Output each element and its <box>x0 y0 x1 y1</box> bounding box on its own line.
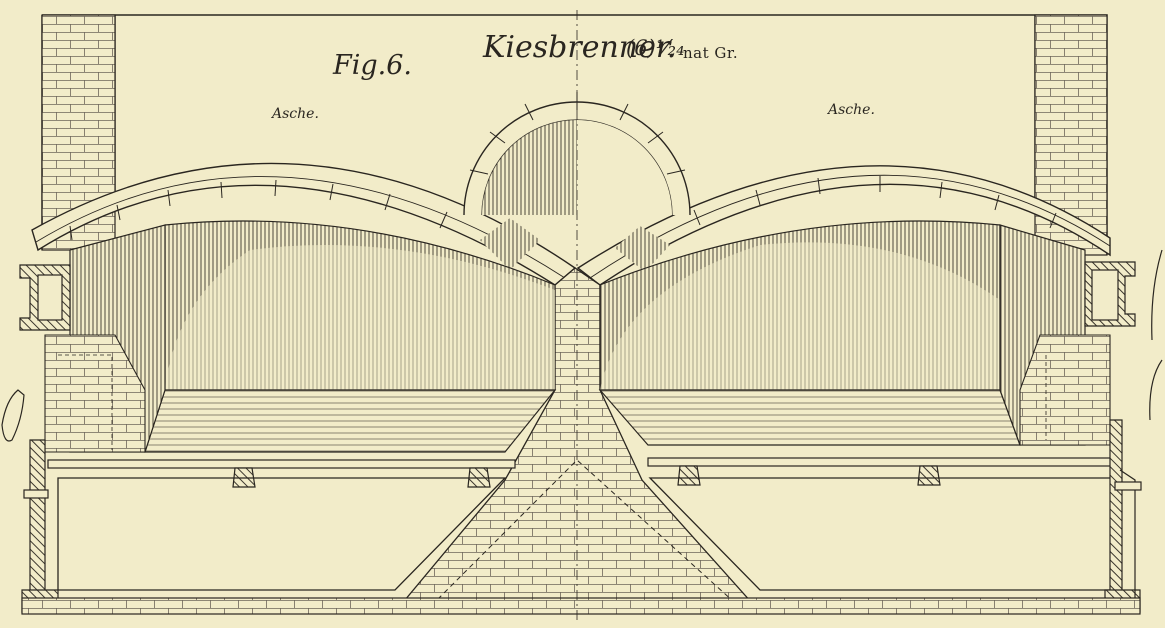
right-edge-fragment <box>1149 249 1163 421</box>
drawing-scale-unit: nat Gr. <box>683 44 739 62</box>
right-side-door <box>1084 261 1136 327</box>
right-chamber-label: Asche. <box>828 102 875 118</box>
left-edge-fragment <box>1 389 25 442</box>
right-chamber <box>598 220 1111 446</box>
left-chamber <box>44 220 557 453</box>
figure-label: Fig.6. <box>333 50 412 81</box>
right-vault-arch <box>576 165 1111 286</box>
left-side-door <box>19 264 71 331</box>
floor-course <box>21 597 1141 615</box>
drawing-title: Kiesbrenner. <box>483 30 677 65</box>
drawing-scale: (6)¹⁄₂₄ <box>626 36 685 60</box>
left-chamber-label: Asche. <box>272 106 319 122</box>
central-brick-pier <box>393 267 762 613</box>
